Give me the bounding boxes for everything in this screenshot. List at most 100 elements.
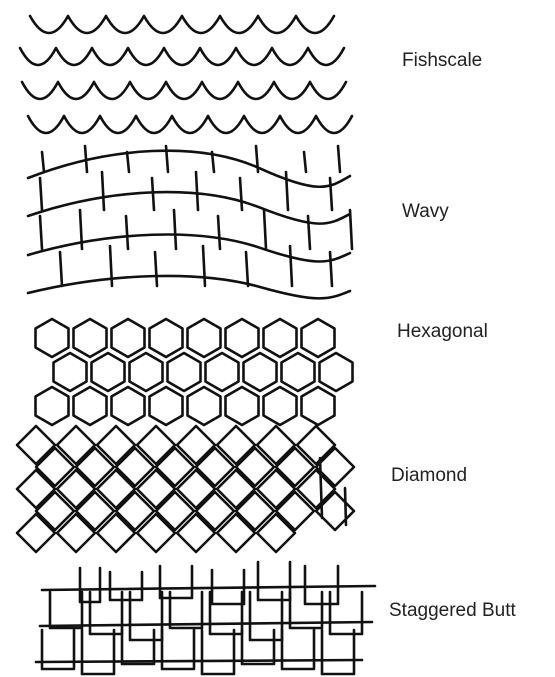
hexagonal-pattern	[36, 319, 353, 425]
wavy-joint	[246, 252, 248, 286]
diamond-cell	[297, 426, 335, 464]
wavy-joint	[126, 216, 128, 249]
wavy-joint	[338, 146, 340, 172]
fishscale-pattern	[20, 16, 352, 133]
diamond-cell	[156, 448, 194, 486]
diamond-cell	[177, 426, 215, 464]
hexagon-cell	[320, 353, 353, 391]
hexagon-cell	[226, 387, 259, 425]
diamond-cell	[217, 426, 255, 464]
wavy-joint	[330, 178, 332, 210]
diamond-cell	[36, 448, 74, 486]
hexagon-cell	[36, 387, 69, 425]
hexagon-cell	[150, 319, 183, 357]
diamond-cell	[217, 470, 255, 508]
staggered-butt-pattern	[36, 562, 375, 674]
hexagon-cell	[74, 319, 107, 357]
wavy-joint	[308, 216, 310, 249]
hexagon-cell	[264, 319, 297, 357]
diamond-cell	[257, 514, 295, 552]
hexagon-cell	[92, 353, 125, 391]
wavy-joint	[330, 252, 332, 286]
hexagon-cell	[54, 353, 87, 391]
hexagon-cell	[74, 387, 107, 425]
butt-shingle	[160, 566, 192, 598]
fishscale-row	[20, 48, 344, 65]
wavy-joint	[85, 146, 87, 172]
butt-shingle	[242, 630, 274, 664]
diamond-cell	[57, 470, 95, 508]
wavy-joint	[42, 152, 44, 172]
butt-shingle	[202, 630, 234, 674]
hexagon-cell	[168, 353, 201, 391]
wavy-joint	[218, 216, 220, 249]
hexagon-cell	[36, 319, 69, 357]
fishscale-label: Fishscale	[402, 50, 482, 72]
diamond-cell	[116, 448, 154, 486]
wavy-joint	[264, 210, 266, 249]
hexagon-cell	[188, 387, 221, 425]
wavy-course-line	[28, 276, 350, 298]
wavy-joint	[174, 210, 176, 249]
diamond-cell	[57, 426, 95, 464]
diamond-cell	[217, 514, 255, 552]
diamond-cell	[17, 426, 55, 464]
diamond-cell	[236, 492, 274, 530]
hexagon-cell	[244, 353, 277, 391]
wavy-joint	[40, 178, 42, 210]
butt-shingle	[82, 630, 114, 674]
fishscale-row	[22, 82, 346, 99]
butt-shingle	[210, 592, 242, 634]
diamond-cell	[156, 492, 194, 530]
hexagon-cell	[112, 387, 145, 425]
diamond-cell	[137, 514, 175, 552]
butt-shingle	[258, 562, 290, 600]
diamond-cell	[137, 470, 175, 508]
butt-shingle	[282, 630, 314, 669]
wavy-pattern	[28, 146, 352, 298]
butt-shingle	[330, 592, 362, 634]
wavy-joint	[155, 252, 157, 286]
diamond-cell	[177, 514, 215, 552]
diamond-cell	[97, 426, 135, 464]
hexagon-cell	[302, 319, 335, 357]
hexagonal-label: Hexagonal	[397, 321, 488, 343]
wavy-course-line	[28, 235, 350, 262]
diamond-cell	[257, 470, 295, 508]
fishscale-row	[28, 116, 352, 133]
diamond-fringe	[345, 488, 346, 525]
diamond-cell	[17, 470, 55, 508]
diamond-cell	[76, 492, 114, 530]
wavy-joint	[304, 152, 306, 172]
staggered-butt-label: Staggered Butt	[389, 600, 516, 622]
hexagon-cell	[282, 353, 315, 391]
wavy-joint	[286, 172, 288, 210]
hexagon-cell	[188, 319, 221, 357]
wavy-joint	[127, 152, 129, 172]
diamond-cell	[297, 470, 335, 508]
diamond-cell	[57, 514, 95, 552]
diamond-cell	[196, 492, 234, 530]
butt-shingle	[90, 592, 122, 634]
wavy-joint	[203, 246, 205, 286]
diamond-cell	[116, 492, 154, 530]
hexagon-cell	[206, 353, 239, 391]
wavy-joint	[40, 216, 42, 249]
butt-shingle	[50, 592, 82, 628]
diamond-cell	[97, 470, 135, 508]
wavy-course-line	[28, 151, 350, 187]
diamond-cell	[137, 426, 175, 464]
butt-shingle	[162, 630, 194, 669]
wavy-joint	[102, 172, 104, 210]
diamond-cell	[36, 492, 74, 530]
butt-shingle	[322, 630, 354, 674]
diamond-cell	[177, 470, 215, 508]
butt-shingle	[110, 572, 142, 600]
hexagon-cell	[226, 319, 259, 357]
diamond-label: Diamond	[391, 465, 467, 487]
hexagon-cell	[112, 319, 145, 357]
diamond-pattern	[17, 426, 354, 552]
wavy-joint	[152, 178, 154, 210]
wavy-joint	[196, 172, 198, 210]
